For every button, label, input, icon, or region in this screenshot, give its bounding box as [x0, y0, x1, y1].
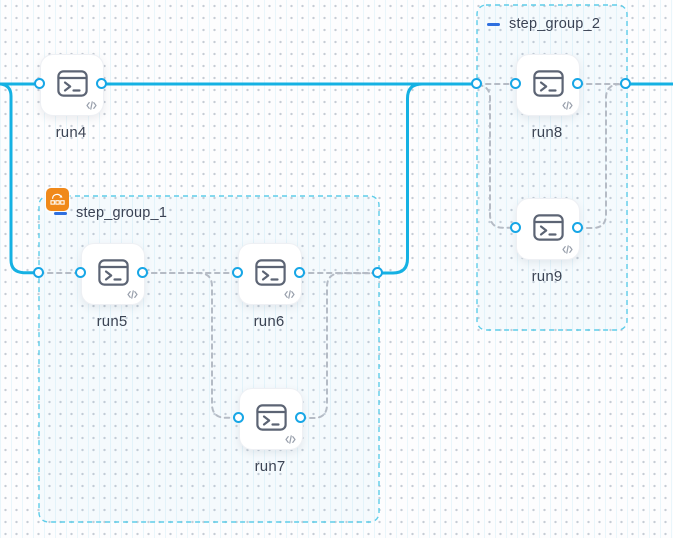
code-icon — [562, 101, 573, 110]
edge-run7-g1out — [300, 272, 379, 419]
task-card[interactable] — [516, 54, 580, 116]
code-icon — [562, 245, 573, 254]
edge-run9-g2out — [577, 83, 627, 229]
handle-run7-in[interactable] — [233, 412, 244, 423]
terminal-icon — [56, 69, 88, 97]
edge-run5-run7 — [142, 272, 240, 419]
handle-group2-out[interactable] — [620, 78, 631, 89]
task-label: run7 — [254, 458, 286, 475]
collapse-group-icon[interactable] — [54, 211, 67, 215]
terminal-icon — [97, 258, 129, 286]
handle-run8-in[interactable] — [510, 78, 521, 89]
group-header-step-group-2: step_group_2 — [487, 16, 600, 32]
handle-run6-in[interactable] — [232, 267, 243, 278]
code-icon — [86, 101, 97, 110]
collapse-group-icon[interactable] — [487, 22, 500, 26]
terminal-icon — [254, 258, 286, 286]
group-label: step_group_2 — [509, 16, 601, 32]
code-icon — [284, 290, 295, 299]
task-label: run5 — [96, 313, 128, 330]
edge-g2in-run9 — [477, 84, 517, 229]
code-icon — [285, 435, 296, 444]
handle-run9-out[interactable] — [572, 222, 583, 233]
group-header-step-group-1: step_group_1 — [54, 205, 167, 221]
task-card[interactable] — [238, 243, 302, 305]
terminal-icon — [532, 69, 564, 97]
task-card[interactable] — [81, 243, 145, 305]
task-label: run4 — [55, 124, 87, 141]
task-card[interactable] — [516, 198, 580, 260]
handle-run4-in[interactable] — [34, 78, 45, 89]
handle-run9-in[interactable] — [510, 222, 521, 233]
task-node-run5: run5 — [81, 243, 145, 330]
handle-group1-out[interactable] — [372, 267, 383, 278]
terminal-icon — [532, 213, 564, 241]
handle-group2-in[interactable] — [471, 78, 482, 89]
task-label: run9 — [531, 268, 563, 285]
task-label: run6 — [253, 313, 285, 330]
handle-run7-out[interactable] — [295, 412, 306, 423]
task-node-run9: run9 — [516, 198, 580, 285]
task-node-run7: run7 — [239, 388, 303, 475]
handle-run6-out[interactable] — [294, 267, 305, 278]
handle-run5-in[interactable] — [75, 267, 86, 278]
retry-loop-icon — [46, 188, 69, 211]
handle-run5-out[interactable] — [137, 267, 148, 278]
task-card[interactable] — [239, 388, 303, 450]
handle-run4-out[interactable] — [96, 78, 107, 89]
code-icon — [127, 290, 138, 299]
task-node-run8: run8 — [516, 54, 580, 141]
task-card[interactable] — [40, 54, 104, 116]
task-node-run4: run4 — [40, 54, 104, 141]
task-node-run6: run6 — [238, 243, 302, 330]
edge-group1-group2 — [376, 82, 424, 275]
group-label: step_group_1 — [76, 205, 168, 221]
handle-run8-out[interactable] — [572, 78, 583, 89]
task-label: run8 — [531, 124, 563, 141]
edge-flowin-group1 — [0, 82, 41, 275]
handle-group1-in[interactable] — [33, 267, 44, 278]
terminal-icon — [255, 403, 287, 431]
